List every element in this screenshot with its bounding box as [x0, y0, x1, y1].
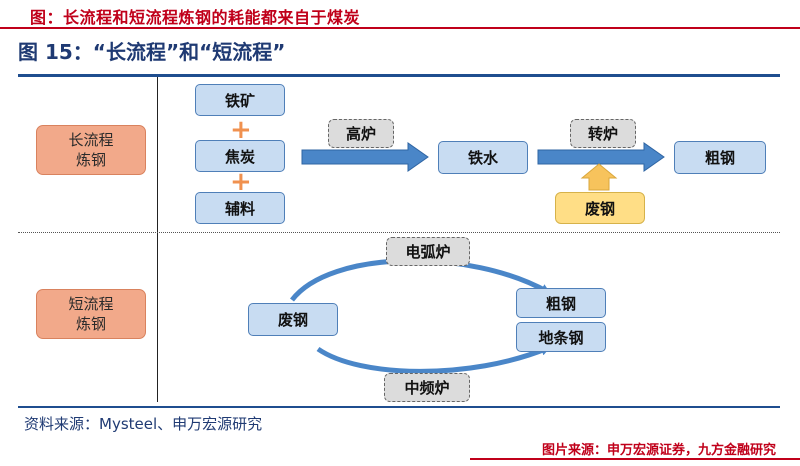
header-underline	[0, 27, 800, 29]
category-divider	[157, 77, 158, 402]
converter-arrow	[537, 142, 665, 172]
source-note: 资料来源：Mysteel、申万宏源研究	[24, 415, 263, 433]
auxiliary-node: 辅料	[195, 192, 285, 224]
image-credit: 图片来源：申万宏源证券，九方金融研究	[541, 443, 776, 458]
figure-bottom-rule	[18, 406, 780, 408]
blast-furnace-arrow	[301, 142, 429, 172]
scrap-steel-node: 废钢	[555, 192, 645, 224]
process-divider	[18, 232, 780, 233]
short-crude-steel-node: 粗钢	[516, 288, 606, 318]
figure-title: 图 15：“长流程”和“短流程”	[18, 40, 286, 64]
plus-icon: +	[230, 167, 252, 197]
induction-route-arc	[316, 345, 551, 374]
molten-iron-node: 铁水	[438, 141, 528, 174]
plus-icon: +	[230, 115, 252, 145]
blast-furnace-label: 高炉	[328, 119, 394, 148]
electric-arc-furnace-label: 电弧炉	[386, 237, 470, 266]
coke-node: 焦炭	[195, 140, 285, 172]
header-caption: 图：长流程和短流程炼钢的耗能都来自于煤炭	[30, 8, 361, 27]
figure-top-rule	[18, 74, 780, 77]
scrap-feed-arrow	[580, 163, 618, 191]
long-process-category: 长流程 炼钢	[36, 125, 146, 175]
header-bar: 图：长流程和短流程炼钢的耗能都来自于煤炭	[0, 0, 800, 29]
iron-ore-node: 铁矿	[195, 84, 285, 116]
converter-label: 转炉	[570, 119, 636, 148]
eaf-route-arc	[290, 258, 551, 302]
strip-steel-node: 地条钢	[516, 322, 606, 352]
short-process-category: 短流程 炼钢	[36, 289, 146, 339]
short-scrap-steel-node: 废钢	[248, 303, 338, 336]
induction-furnace-label: 中频炉	[384, 373, 470, 402]
crude-steel-node: 粗钢	[674, 141, 766, 174]
credit-underline	[470, 458, 800, 460]
